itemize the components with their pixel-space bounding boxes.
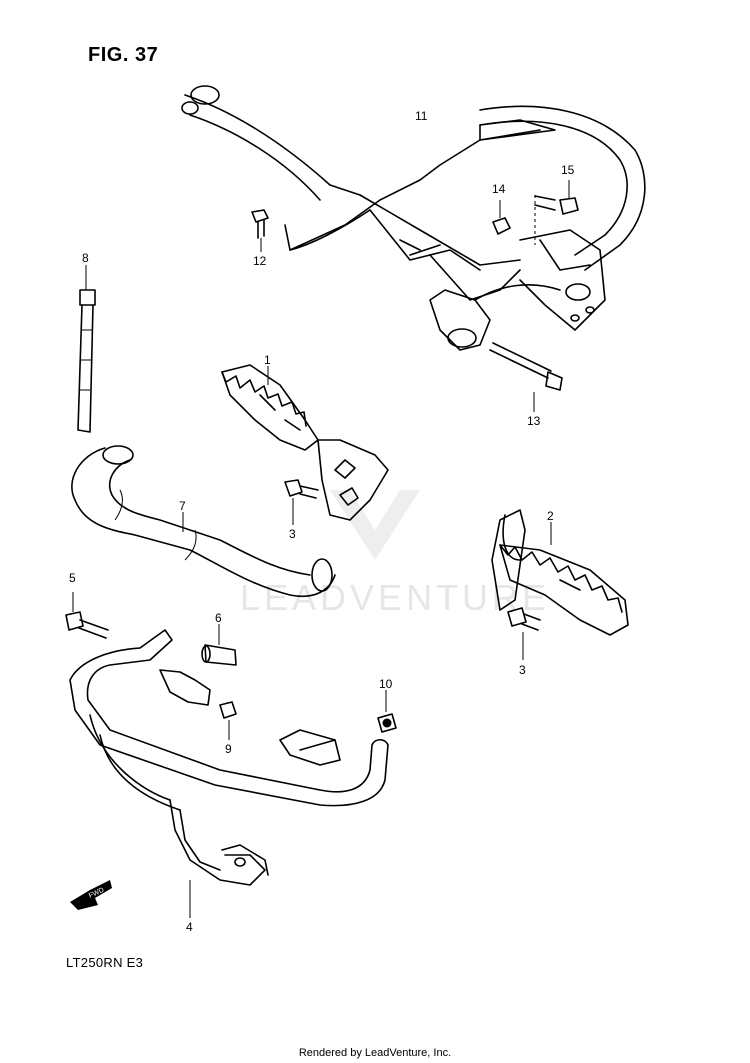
callout-3-left: 3: [289, 527, 296, 541]
callout-15: 15: [561, 163, 575, 177]
callout-9: 9: [225, 742, 232, 756]
callout-6: 6: [215, 611, 222, 625]
watermark-logo: LEADVENTURE: [240, 490, 550, 618]
callout-3-right: 3: [519, 663, 526, 677]
model-code: LT250RN E3: [66, 955, 144, 970]
fwd-arrow-icon: FWD: [70, 880, 112, 910]
figure-title: FIG. 37: [88, 44, 159, 66]
callout-11: 11: [415, 109, 428, 123]
part-10-nut: [377, 690, 397, 733]
callout-labels: 1 2 3 3 4 5 6 7 8 9 10 11 12 13 14 15: [69, 109, 575, 934]
part-7-cover: [71, 445, 336, 597]
fwd-label: FWD: [88, 887, 105, 900]
callout-8: 8: [82, 251, 89, 265]
callout-13: 13: [527, 414, 541, 428]
callout-7: 7: [179, 499, 186, 513]
part-12-bolt: [251, 209, 269, 252]
part-13-bolt: [489, 342, 563, 412]
footer-credit: Rendered by LeadVenture, Inc.: [298, 1047, 452, 1059]
callout-5: 5: [69, 571, 76, 585]
part-1-footrest-left: [221, 364, 389, 521]
callout-10: 10: [379, 677, 393, 691]
part-3-bolt-left: [284, 479, 319, 525]
part-14-nut: [492, 200, 511, 235]
part-11-rear-frame: [181, 85, 646, 351]
part-4-front-guard: [69, 629, 389, 918]
watermark-text: LEADVENTURE: [240, 577, 550, 618]
part-2-footrest-right: [491, 509, 629, 636]
part-15-bolt: [534, 180, 579, 245]
callout-14: 14: [492, 182, 506, 196]
part-8-cable-tie: [77, 265, 96, 433]
part-6-spacer: [201, 624, 237, 666]
callout-4: 4: [186, 920, 193, 934]
callout-12: 12: [253, 254, 267, 268]
callout-2: 2: [547, 509, 554, 523]
part-5-bolt: [65, 592, 109, 639]
part-9-nut: [219, 701, 237, 740]
part-3-bolt-right: [507, 607, 541, 660]
callout-1: 1: [264, 353, 271, 367]
